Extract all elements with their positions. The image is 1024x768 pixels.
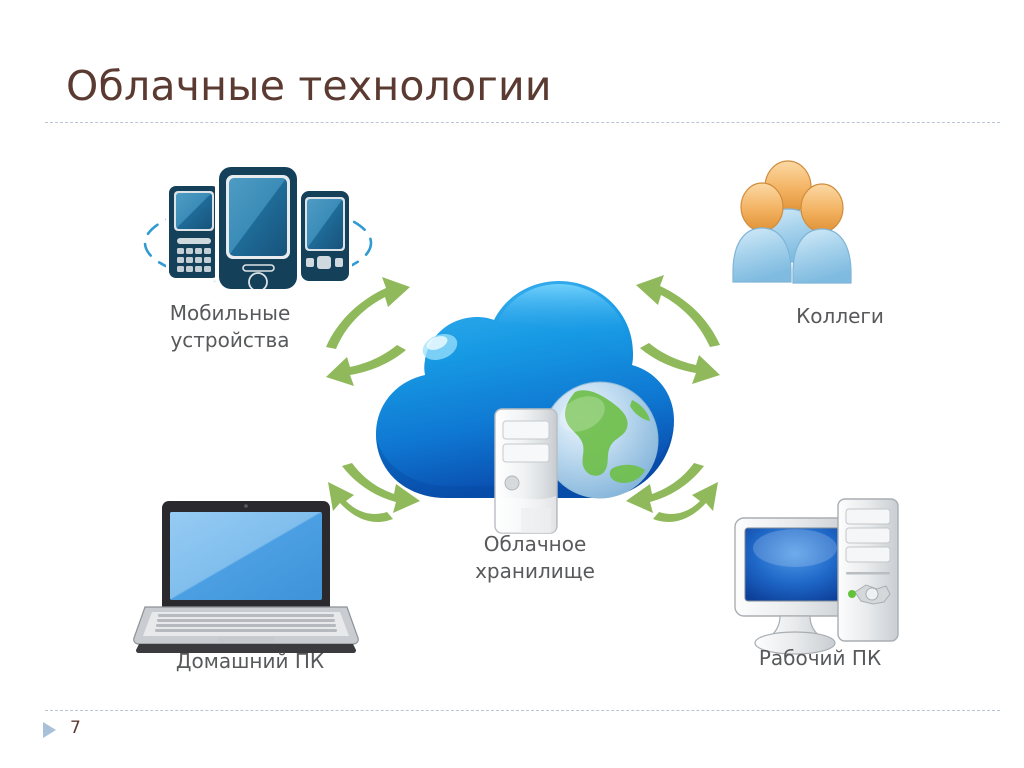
connector-mobile bbox=[326, 277, 410, 386]
globe-icon bbox=[541, 381, 659, 499]
colleagues-icon bbox=[732, 160, 852, 284]
smartphone-icon bbox=[215, 163, 301, 293]
footer-divider bbox=[45, 710, 1000, 711]
label-mobile-devices: Мобильные устройства bbox=[169, 301, 291, 352]
small-phone-icon bbox=[298, 188, 352, 284]
desktop-pc-icon bbox=[734, 498, 899, 655]
connector-arrows bbox=[326, 275, 720, 522]
page-number: 7 bbox=[70, 718, 81, 738]
cloud-storage-icon bbox=[376, 281, 674, 534]
server-tower-icon bbox=[494, 408, 558, 534]
connector-work-pc bbox=[626, 463, 718, 522]
page-title: Облачные технологии bbox=[66, 62, 552, 110]
cloud-shape bbox=[376, 281, 674, 498]
mobile-ring-icon bbox=[143, 201, 373, 285]
person-icon-back bbox=[755, 160, 821, 263]
laptop-icon bbox=[133, 501, 359, 653]
feature-phone-icon bbox=[166, 183, 222, 281]
label-colleagues: Коллеги bbox=[796, 304, 884, 328]
label-home-pc: Домашний ПК bbox=[175, 649, 325, 673]
monitor-icon bbox=[734, 517, 856, 655]
person-icon-right bbox=[792, 183, 852, 284]
label-cloud-storage: Облачное хранилище bbox=[475, 532, 595, 583]
title-divider bbox=[45, 122, 1000, 123]
pc-tower-icon bbox=[837, 498, 899, 642]
label-work-pc: Рабочий ПК bbox=[758, 646, 882, 670]
person-icon-left bbox=[732, 182, 792, 283]
mobile-devices-icon bbox=[143, 163, 373, 293]
connector-colleagues bbox=[636, 275, 720, 384]
connector-home-pc bbox=[328, 463, 420, 522]
play-triangle-icon bbox=[43, 722, 56, 738]
